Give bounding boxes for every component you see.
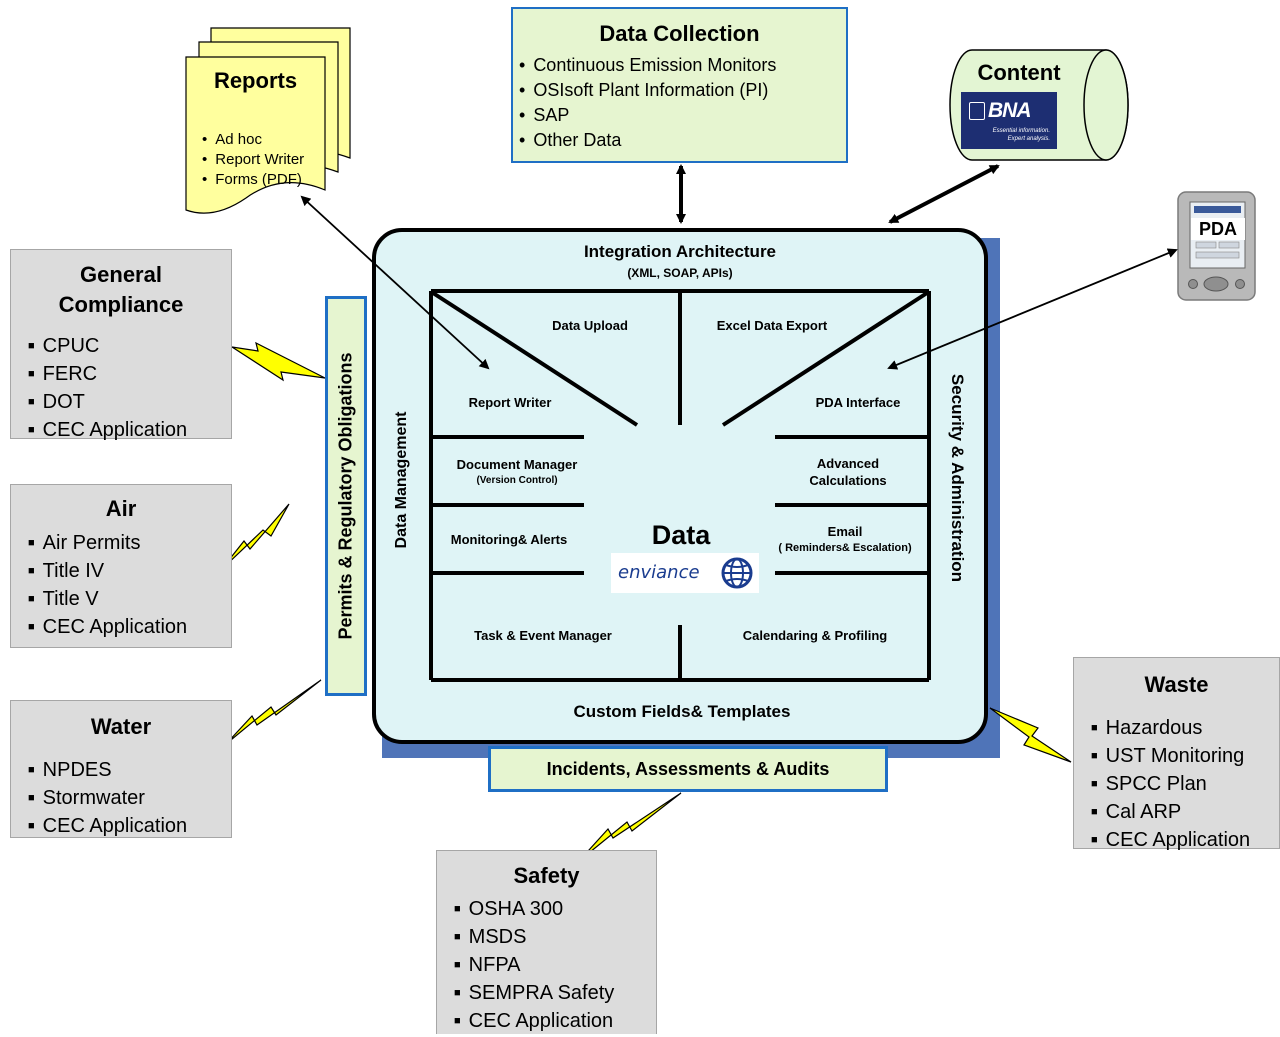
bna-tagline: Expert analysis. (1007, 136, 1050, 142)
lightning-bolt-icon (220, 503, 290, 571)
custom-fields-label: Custom Fields& Templates (573, 702, 791, 721)
globe-icon (721, 557, 753, 589)
water-box: Water NPDES Stormwater CEC Application (10, 700, 232, 838)
water-title: Water (90, 714, 152, 739)
data-collection-item: SAP (519, 103, 846, 128)
general-compliance-item: CPUC (28, 334, 231, 362)
module-calendaring-profiling: Calendaring & Profiling (742, 628, 888, 643)
enviance-logo: enviance (611, 553, 759, 593)
advanced-calculations-line: Calculations (809, 473, 887, 488)
safety-box: Safety OSHA 300 MSDS NFPA SEMPRA Safety … (436, 850, 657, 1034)
module-task-event-manager: Task & Event Manager (474, 628, 612, 643)
reports-item: Ad hoc (202, 130, 304, 150)
data-collection-box: Data Collection Continuous Emission Moni… (511, 7, 848, 163)
general-compliance-title: Compliance (58, 292, 184, 317)
module-report-writer: Report Writer (468, 395, 552, 410)
arrow-content-core (888, 164, 1000, 224)
advanced-calculations-line: Advanced (816, 456, 880, 471)
water-item: Stormwater (28, 786, 231, 814)
bna-logo-text: BNA (988, 99, 1031, 122)
module-document-manager: Document Manager (Version Control) (436, 457, 598, 489)
permits-obligations-label: Permits & Regulatory Obligations (335, 352, 356, 640)
incidents-label: Incidents, Assessments & Audits (546, 759, 830, 779)
safety-item: OSHA 300 (454, 897, 656, 925)
lightning-bolt-icon (225, 679, 322, 745)
lightning-bolt-icon (578, 792, 682, 862)
module-excel-export: Excel Data Export (716, 318, 828, 333)
general-compliance-title: General (80, 262, 162, 287)
data-collection-item: Other Data (519, 128, 846, 153)
module-data-upload: Data Upload (552, 318, 628, 333)
data-collection-title: Data Collection (599, 21, 760, 46)
integration-architecture-title: Integration Architecture (583, 242, 777, 261)
water-item: CEC Application (28, 814, 231, 842)
waste-item: Hazardous (1091, 716, 1279, 744)
reports-item: Report Writer (202, 150, 304, 170)
bna-emblem-icon (969, 102, 985, 120)
permits-obligations-bar (325, 296, 367, 696)
bna-tagline: Essential information. (992, 128, 1050, 134)
document-manager-label: Document Manager (456, 457, 578, 472)
safety-item: MSDS (454, 925, 656, 953)
waste-item: SPCC Plan (1091, 772, 1279, 800)
air-item: Air Permits (28, 531, 231, 559)
module-advanced-calculations: Advanced Calculations (778, 455, 918, 489)
email-sublabel: ( Reminders& Escalation) (778, 542, 912, 554)
lightning-bolt-icon (231, 341, 326, 382)
air-item: Title V (28, 587, 231, 615)
general-compliance-item: DOT (28, 390, 231, 418)
pda-label: PDA (1191, 218, 1245, 240)
safety-item: CEC Application (454, 1009, 656, 1037)
air-item: CEC Application (28, 615, 231, 643)
waste-item: UST Monitoring (1091, 744, 1279, 772)
reports-title: Reports (213, 68, 298, 93)
incidents-bar (488, 746, 888, 792)
general-compliance-item: FERC (28, 362, 231, 390)
safety-title: Safety (513, 863, 580, 888)
email-label: Email (827, 524, 863, 539)
general-compliance-box: General Compliance CPUC FERC DOT CEC App… (10, 249, 232, 441)
core-platform-box (372, 228, 988, 744)
integration-architecture-subtitle: (XML, SOAP, APIs) (627, 266, 733, 280)
air-title: Air (105, 496, 137, 521)
module-email: Email ( Reminders& Escalation) (764, 524, 926, 556)
data-collection-item: Continuous Emission Monitors (519, 53, 846, 78)
safety-item: NFPA (454, 953, 656, 981)
module-monitoring-alerts: Monitoring& Alerts (450, 532, 568, 547)
waste-item: Cal ARP (1091, 800, 1279, 828)
water-item: NPDES (28, 758, 231, 786)
reports-list: Ad hoc Report Writer Forms (PDF) (202, 130, 304, 190)
module-pda-interface: PDA Interface (815, 395, 901, 410)
enviance-logo-text: enviance (618, 562, 700, 583)
waste-title: Waste (1144, 672, 1209, 697)
waste-item: CEC Application (1091, 828, 1279, 856)
lightning-bolt-icon (989, 707, 1072, 763)
air-box: Air Air Permits Title IV Title V CEC App… (10, 484, 232, 648)
air-item: Title IV (28, 559, 231, 587)
reports-item: Forms (PDF) (202, 170, 304, 190)
arrow-reports-report-writer (300, 195, 490, 370)
general-compliance-item: CEC Application (28, 418, 231, 446)
bna-logo: BNA Essential information. Expert analys… (961, 92, 1057, 149)
pda-device (1177, 191, 1256, 301)
data-collection-item: OSIsoft Plant Information (PI) (519, 78, 846, 103)
waste-box: Waste Hazardous UST Monitoring SPCC Plan… (1073, 657, 1280, 851)
content-title: Content (977, 60, 1061, 85)
data-management-label: Data Management (393, 411, 410, 549)
safety-item: SEMPRA Safety (454, 981, 656, 1009)
document-manager-sublabel: (Version Control) (476, 475, 558, 486)
arrow-pda-pda-interface (887, 248, 1178, 370)
security-administration-label: Security & Administration (948, 373, 967, 583)
data-center-label: Data (651, 520, 711, 550)
